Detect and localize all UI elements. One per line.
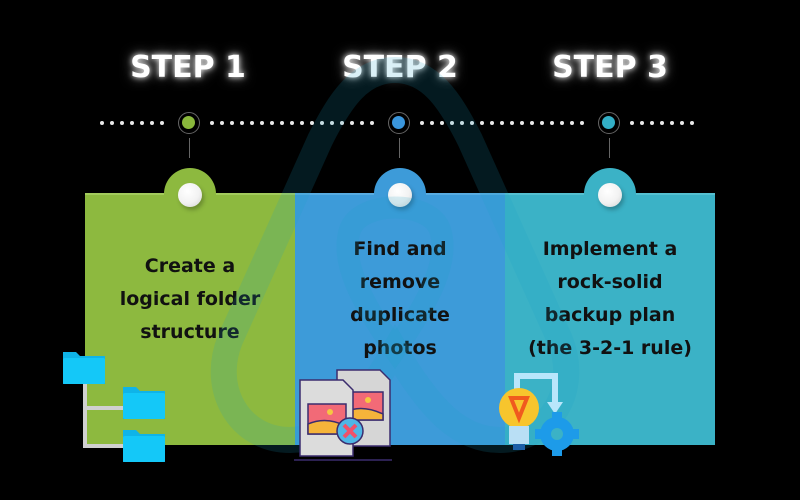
dotted-timeline — [100, 121, 700, 125]
timeline-dot — [210, 121, 214, 125]
text-line: Implement a — [542, 238, 678, 260]
folder-icon — [123, 430, 165, 462]
timeline-dot — [580, 121, 584, 125]
lightbulb-gear-process-icon — [499, 373, 579, 456]
step-1-connector — [189, 138, 190, 158]
timeline-dot — [510, 121, 514, 125]
step-3-card: Implement a rock-solid backup plan (the … — [505, 168, 715, 445]
timeline-dot — [570, 121, 574, 125]
timeline-dot — [140, 121, 144, 125]
timeline-dot — [640, 121, 644, 125]
timeline-dot — [680, 121, 684, 125]
timeline-dot — [560, 121, 564, 125]
step-2-title: STEP 2 — [342, 50, 458, 85]
timeline-dot — [100, 121, 104, 125]
timeline-dot — [520, 121, 524, 125]
folder-icon — [63, 352, 105, 384]
timeline-dot — [450, 121, 454, 125]
text-line: photos — [363, 337, 437, 359]
timeline-dot — [270, 121, 274, 125]
timeline-dot — [130, 121, 134, 125]
step-1-title: STEP 1 — [130, 50, 246, 85]
timeline-dot — [650, 121, 654, 125]
timeline-dot — [150, 121, 154, 125]
text-line: remove — [359, 271, 441, 293]
text-line: logical folder — [119, 288, 261, 310]
text-line: Create a — [144, 255, 236, 277]
step-2-connector — [399, 138, 400, 158]
timeline-dot — [430, 121, 434, 125]
timeline-dot — [540, 121, 544, 125]
timeline-dot — [690, 121, 694, 125]
timeline-dot — [530, 121, 534, 125]
text-line: rock-solid — [557, 271, 663, 293]
timeline-dot — [220, 121, 224, 125]
timeline-dot — [440, 121, 444, 125]
step-1-card: Create a logical folder structure — [85, 168, 295, 445]
timeline-dot — [630, 121, 634, 125]
text-line: (the 3-2-1 rule) — [528, 337, 692, 359]
folder-icon — [123, 387, 165, 419]
step-1-description: Create a logical folder structure — [95, 250, 285, 349]
timeline-dot — [670, 121, 674, 125]
timeline-dot — [490, 121, 494, 125]
timeline-dot — [460, 121, 464, 125]
timeline-dot — [230, 121, 234, 125]
timeline-dot — [120, 121, 124, 125]
timeline-dot — [360, 121, 364, 125]
text-line: Find and — [353, 238, 447, 260]
step-3-node — [598, 112, 620, 134]
timeline-dot — [550, 121, 554, 125]
timeline-dot — [240, 121, 244, 125]
timeline-dot — [350, 121, 354, 125]
folder-tree-icon — [63, 352, 165, 462]
timeline-dot — [330, 121, 334, 125]
pin-icon — [598, 183, 622, 207]
step-2-description: Find and remove duplicate photos — [305, 233, 495, 365]
timeline-dot — [480, 121, 484, 125]
text-line: duplicate — [350, 304, 450, 326]
timeline-dot — [160, 121, 164, 125]
timeline-dot — [660, 121, 664, 125]
timeline-dot — [370, 121, 374, 125]
duplicate-photos-remove-icon — [294, 369, 392, 461]
step-3-connector — [609, 138, 610, 158]
timeline-dot — [290, 121, 294, 125]
timeline-dot — [110, 121, 114, 125]
timeline-dot — [250, 121, 254, 125]
pin-icon — [178, 183, 202, 207]
timeline-dot — [300, 121, 304, 125]
timeline-dot — [500, 121, 504, 125]
text-line: backup plan — [544, 304, 676, 326]
step-3-description: Implement a rock-solid backup plan (the … — [515, 233, 705, 365]
timeline-dot — [280, 121, 284, 125]
timeline-dot — [320, 121, 324, 125]
step-1-node — [178, 112, 200, 134]
timeline-dot — [340, 121, 344, 125]
timeline-dot — [470, 121, 474, 125]
text-line: structure — [140, 321, 240, 343]
step-3-title: STEP 3 — [552, 50, 668, 85]
timeline-dot — [260, 121, 264, 125]
timeline-dot — [310, 121, 314, 125]
timeline-dot — [420, 121, 424, 125]
pin-icon — [388, 183, 412, 207]
step-2-node — [388, 112, 410, 134]
